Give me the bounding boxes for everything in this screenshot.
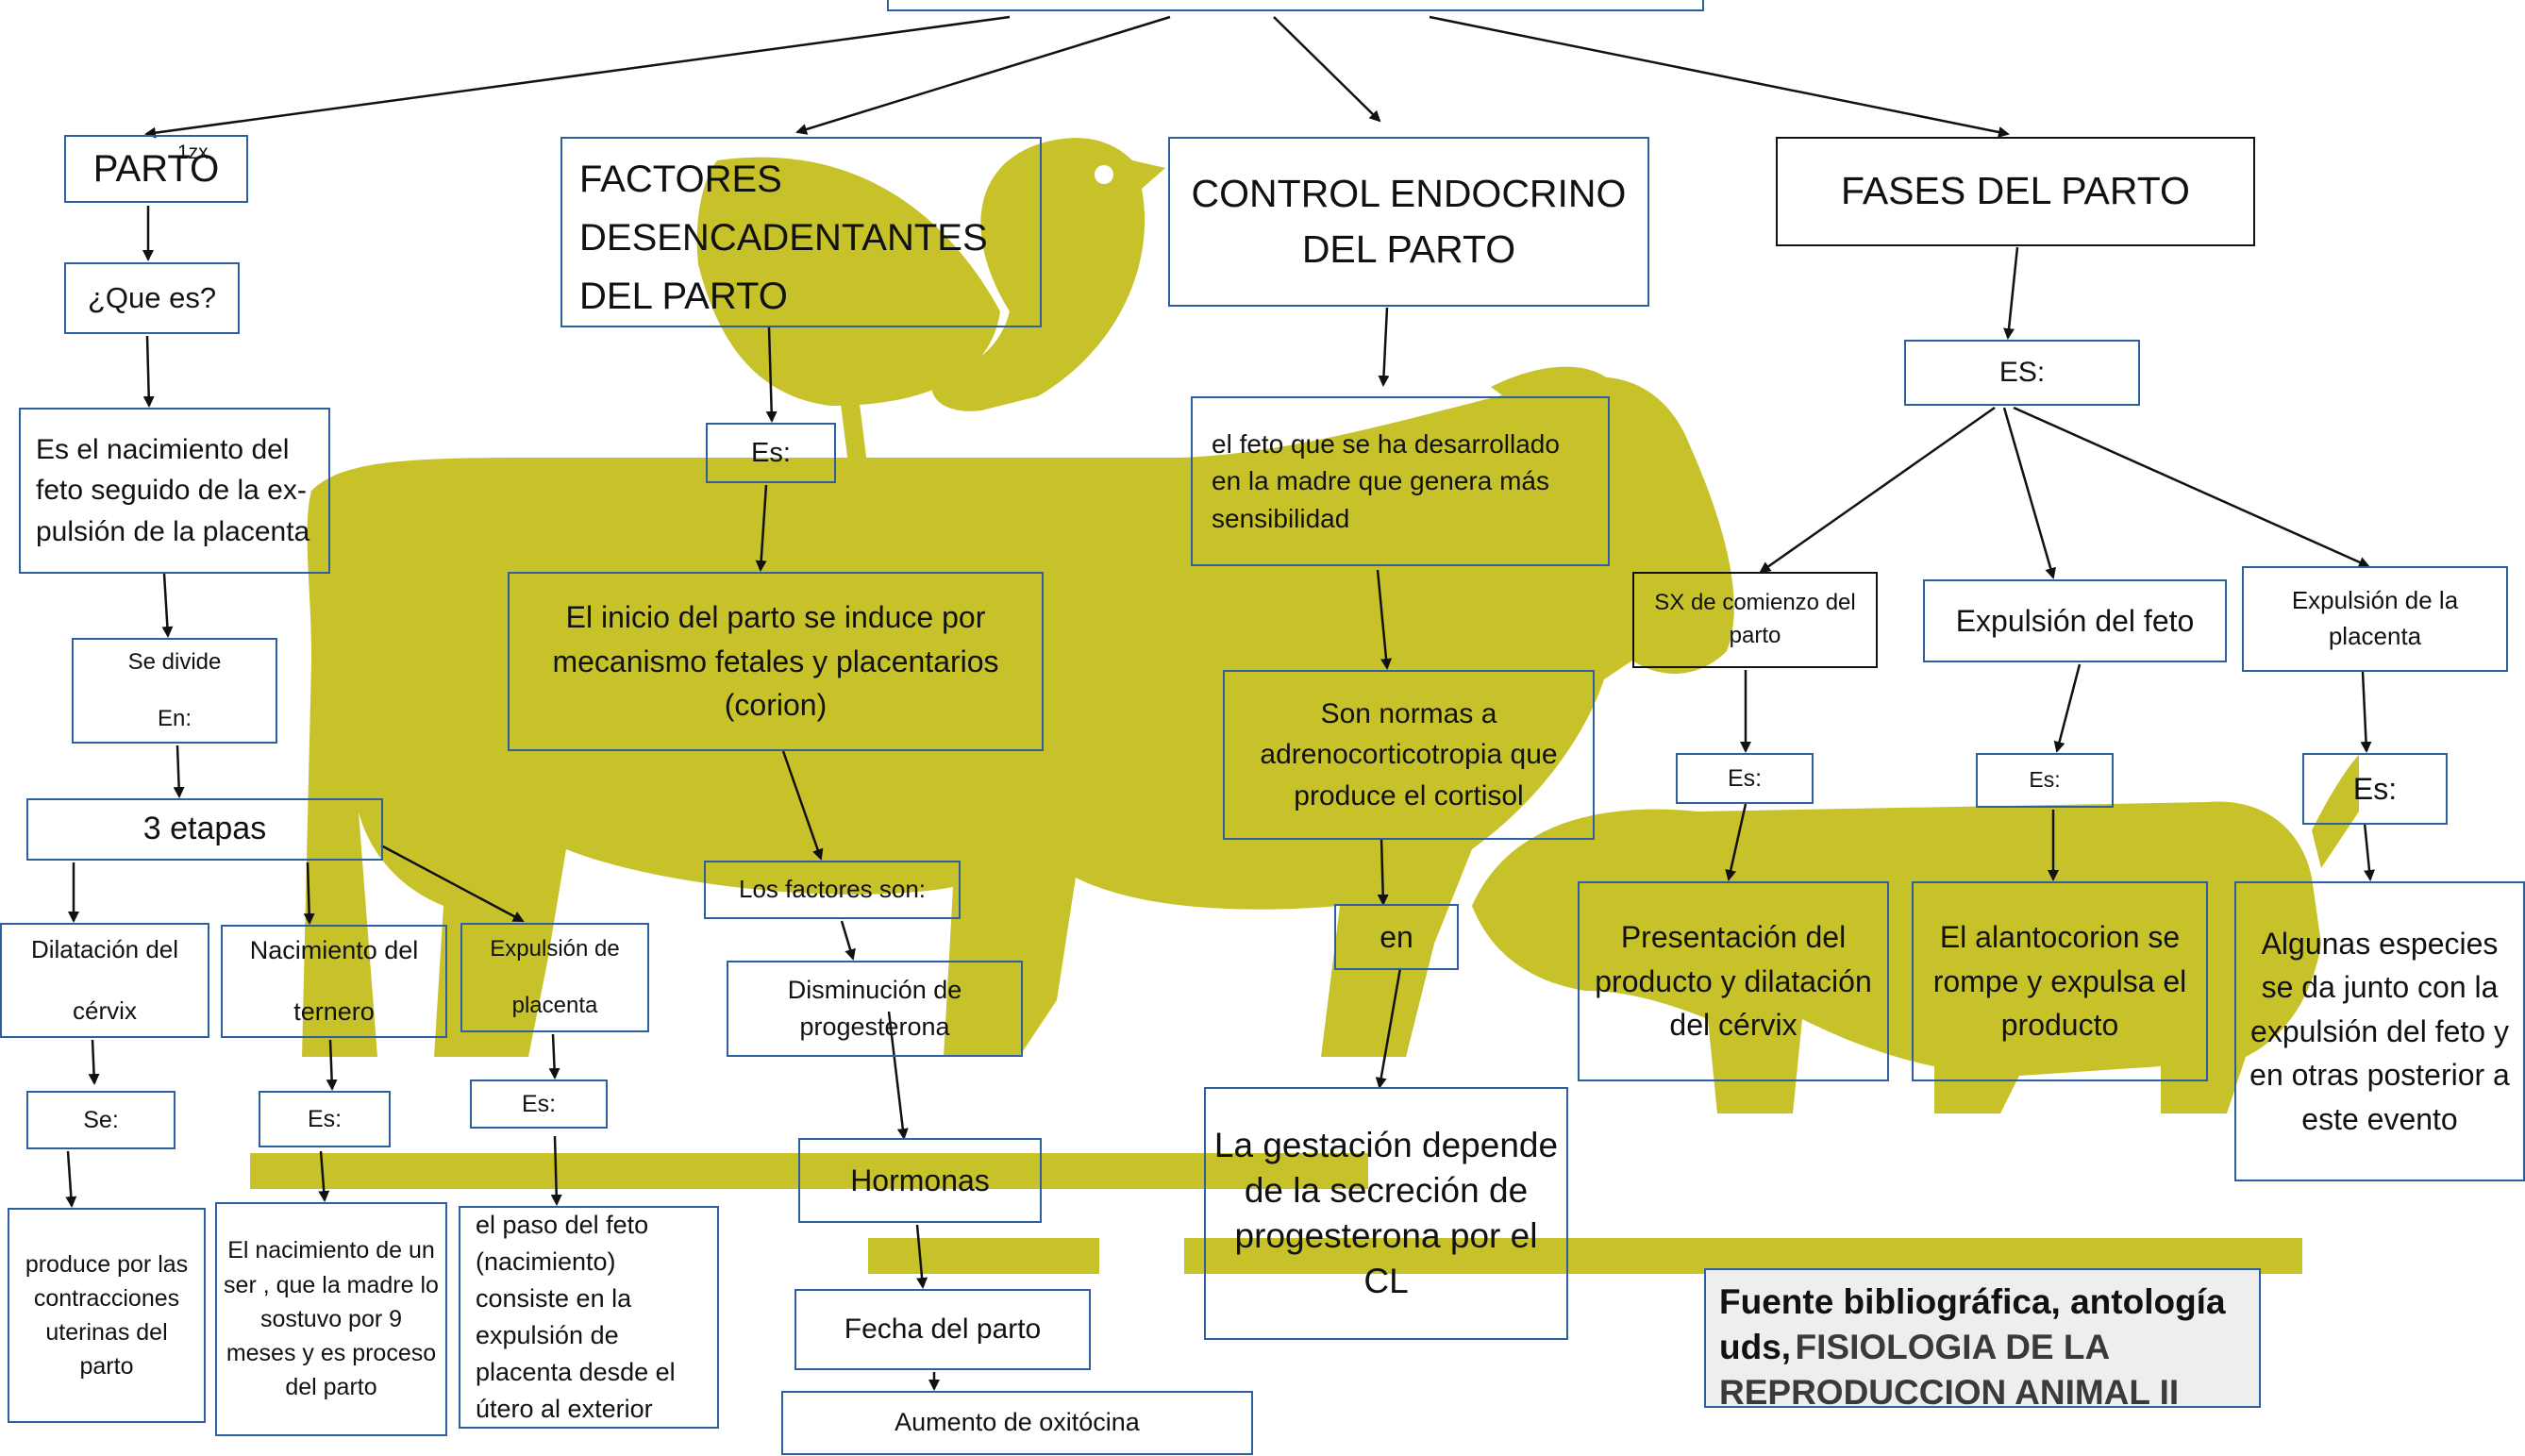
node-es-expulsion: Es: <box>470 1079 608 1129</box>
node-inicio: El inicio del parto se induce por mecani… <box>508 572 1044 751</box>
node-expulsion-placenta-fase: Expulsión de la placenta <box>2242 566 2508 672</box>
root-title-box <box>887 0 1704 11</box>
node-expulsion-placenta-etapa: Expulsión de placenta <box>460 923 649 1032</box>
node-nacimiento: Nacimiento del ternero <box>221 925 447 1038</box>
node-se-divide: Se divide En: <box>72 638 277 744</box>
node-oxitocina: Aumento de oxitócina <box>781 1391 1253 1455</box>
node-fecha: Fecha del parto <box>794 1289 1091 1370</box>
node-presentacion: Presentación del producto y dilatación d… <box>1578 881 1889 1081</box>
node-que-es: ¿Que es? <box>64 262 240 334</box>
node-parto: PARTO <box>64 135 248 203</box>
node-normas: Son normas a adrenocorticotropia que pro… <box>1223 670 1595 840</box>
cow-silhouette <box>302 366 1734 1057</box>
node-alantocorion: El alantocorion se rompe y expulsa el pr… <box>1912 881 2208 1081</box>
node-nacimiento-definicion: El nacimiento de un ser , que la madre l… <box>215 1202 447 1436</box>
node-gestacion: La gestación depende de la secreción de … <box>1204 1087 1568 1340</box>
bibliography-credit: Fuente bibliográfica, antología uds, FIS… <box>1704 1268 2261 1412</box>
node-placenta-es: Es: <box>2302 753 2448 825</box>
node-control: CONTROL ENDOCRINO DEL PARTO <box>1168 137 1649 307</box>
node-feto-es: Es: <box>1976 753 2114 808</box>
node-tres-etapas: 3 etapas <box>26 798 383 861</box>
node-definicion: Es el nacimiento del feto seguido de la … <box>19 408 330 574</box>
node-expulsion-definicion: el paso del feto (nacimiento) consiste e… <box>459 1206 719 1429</box>
node-en: en <box>1334 904 1459 970</box>
node-sx-es: Es: <box>1676 753 1814 804</box>
node-sx: SX de comienzo del parto <box>1632 572 1878 668</box>
node-fases-es: ES: <box>1904 340 2140 406</box>
yellow-stripe-left <box>250 1153 1368 1189</box>
node-factores-son: Los factores son: <box>704 861 961 919</box>
node-hormonas: Hormonas <box>798 1138 1042 1223</box>
credit-line-1: Fuente bibliográfica, antología uds, <box>1719 1282 2226 1367</box>
node-fases: FASES DEL PARTO <box>1776 137 2255 246</box>
node-contracciones: produce por las contracciones uterinas d… <box>8 1208 206 1423</box>
node-se: Se: <box>26 1091 176 1149</box>
pig-silhouette <box>1472 755 2359 1113</box>
node-dilatacion: Dilatación del cérvix <box>0 923 209 1038</box>
node-es-nacimiento: Es: <box>259 1091 391 1147</box>
yellow-stripe-middle <box>868 1238 1099 1274</box>
chicken-silhouette <box>696 138 1165 472</box>
node-factores-es: Es: <box>706 423 836 483</box>
parto-note: 1zx <box>177 142 209 163</box>
node-especies: Algunas especies se da junto con la expu… <box>2234 881 2525 1181</box>
node-disminucion: Disminución de progesterona <box>727 961 1023 1057</box>
node-feto-desarrollado: el feto que se ha desarrollado en la mad… <box>1191 396 1610 566</box>
node-expulsion-feto: Expulsión del feto <box>1923 579 2227 662</box>
yellow-stripe-right <box>1184 1238 2302 1274</box>
node-factores: FACTORES DESENCADENTANTES DEL PARTO <box>560 137 1042 327</box>
credit-line-2: FISIOLOGIA DE LA REPRODUCCION ANIMAL II <box>1719 1328 2180 1413</box>
